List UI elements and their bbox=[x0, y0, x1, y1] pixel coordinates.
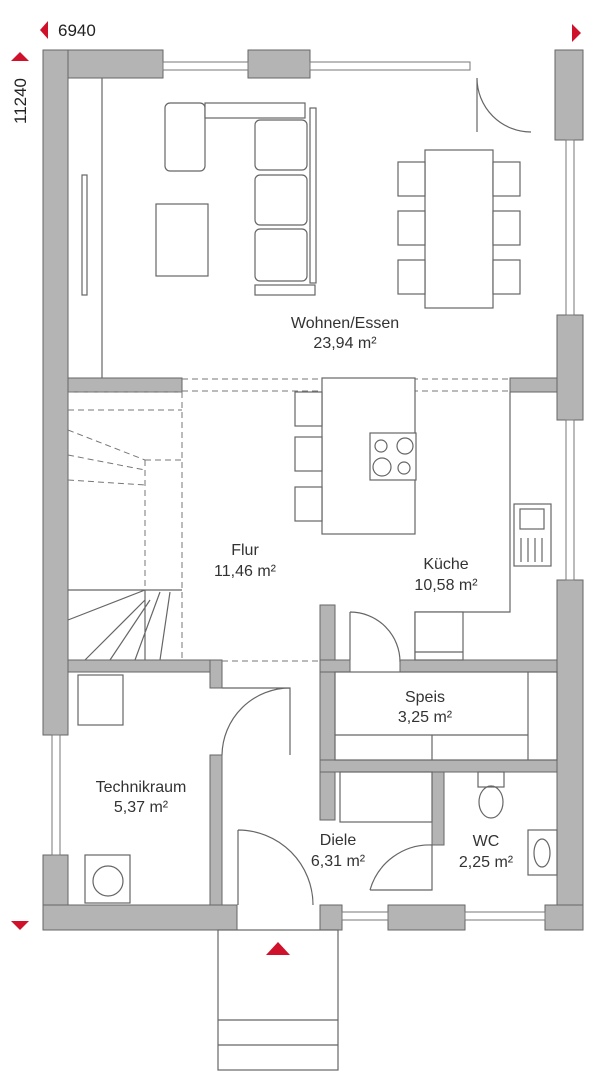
room-area: 3,25 m² bbox=[398, 709, 453, 726]
interior-walls bbox=[67, 377, 558, 906]
room-area: 10,58 m² bbox=[414, 577, 478, 594]
room-name: Technikraum bbox=[96, 779, 187, 796]
doors bbox=[221, 77, 532, 906]
width-arrow-left-icon bbox=[40, 21, 48, 39]
width-dimension: 6940 bbox=[58, 21, 96, 40]
room-name: Speis bbox=[405, 689, 445, 706]
entrance-arrow-icon bbox=[266, 942, 290, 955]
cooktop-icon bbox=[369, 432, 417, 481]
room-area: 2,25 m² bbox=[459, 854, 514, 871]
staircase bbox=[67, 391, 182, 661]
room-name: Wohnen/Essen bbox=[291, 315, 399, 332]
room-name: Flur bbox=[231, 542, 259, 559]
room-name: WC bbox=[473, 833, 500, 850]
entrance-steps bbox=[217, 929, 339, 1071]
room-name: Diele bbox=[320, 832, 357, 849]
windows bbox=[51, 61, 575, 921]
pantry-shelves bbox=[334, 671, 558, 761]
room-area: 6,31 m² bbox=[311, 853, 366, 870]
kitchen-furniture bbox=[294, 377, 552, 661]
depth-dimension: 11240 bbox=[11, 78, 30, 124]
toilet-icon bbox=[477, 771, 505, 788]
boiler-icon bbox=[77, 674, 124, 726]
depth-arrow-down-icon bbox=[11, 921, 29, 930]
room-area: 5,37 m² bbox=[114, 799, 169, 816]
room-area: 11,46 m² bbox=[214, 563, 277, 580]
room-area: 23,94 m² bbox=[313, 335, 377, 352]
washbasin-icon bbox=[527, 829, 558, 876]
depth-arrow-up-icon bbox=[11, 52, 29, 61]
living-furniture bbox=[81, 78, 521, 378]
exterior-walls bbox=[42, 49, 584, 931]
width-arrow-right-icon bbox=[572, 24, 581, 42]
room-name: Küche bbox=[423, 556, 468, 573]
